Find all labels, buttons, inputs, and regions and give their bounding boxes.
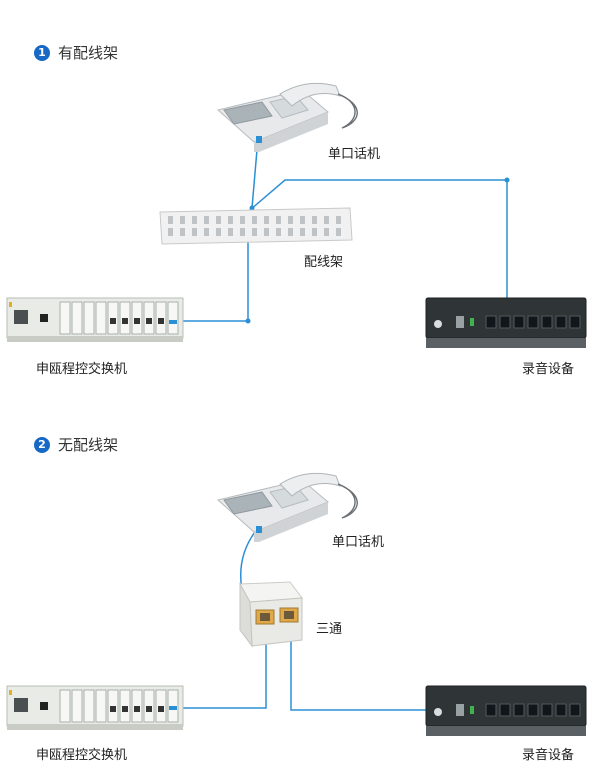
section-1-title: 1 有配线架	[34, 42, 118, 63]
section-1-heading: 有配线架	[58, 44, 119, 62]
phone-label-2: 单口话机	[332, 535, 385, 550]
voice-recorder-icon	[425, 297, 587, 348]
recorder-label-2: 录音设备	[522, 748, 575, 763]
recorder-label-1: 录音设备	[522, 362, 575, 377]
junction-dot	[249, 205, 255, 211]
desk-phone-icon	[216, 472, 358, 542]
junction-dot	[245, 318, 251, 324]
section-2-number: 2	[34, 436, 50, 453]
section-2-heading: 无配线架	[58, 436, 119, 454]
patch-panel-label: 配线架	[304, 255, 344, 270]
rj11-splitter-icon	[239, 581, 303, 648]
pbx-label-2: 申瓯程控交换机	[36, 748, 128, 763]
section-1-number: 1	[34, 44, 50, 61]
patch-panel-icon	[159, 207, 353, 245]
splitter-label: 三通	[316, 622, 343, 637]
wire-panel-to-recorder	[249, 179, 508, 318]
voice-recorder-icon	[425, 685, 587, 736]
pbx-label-1: 申瓯程控交换机	[36, 362, 128, 377]
pbx-switch-icon	[6, 685, 184, 730]
desk-phone-icon	[216, 82, 358, 152]
pbx-switch-icon	[6, 297, 184, 342]
junction-dot	[504, 177, 510, 183]
wire-splitter-to-pbx	[182, 640, 267, 709]
phone-label-1: 单口话机	[328, 147, 381, 162]
section-2-title: 2 无配线架	[34, 434, 118, 455]
